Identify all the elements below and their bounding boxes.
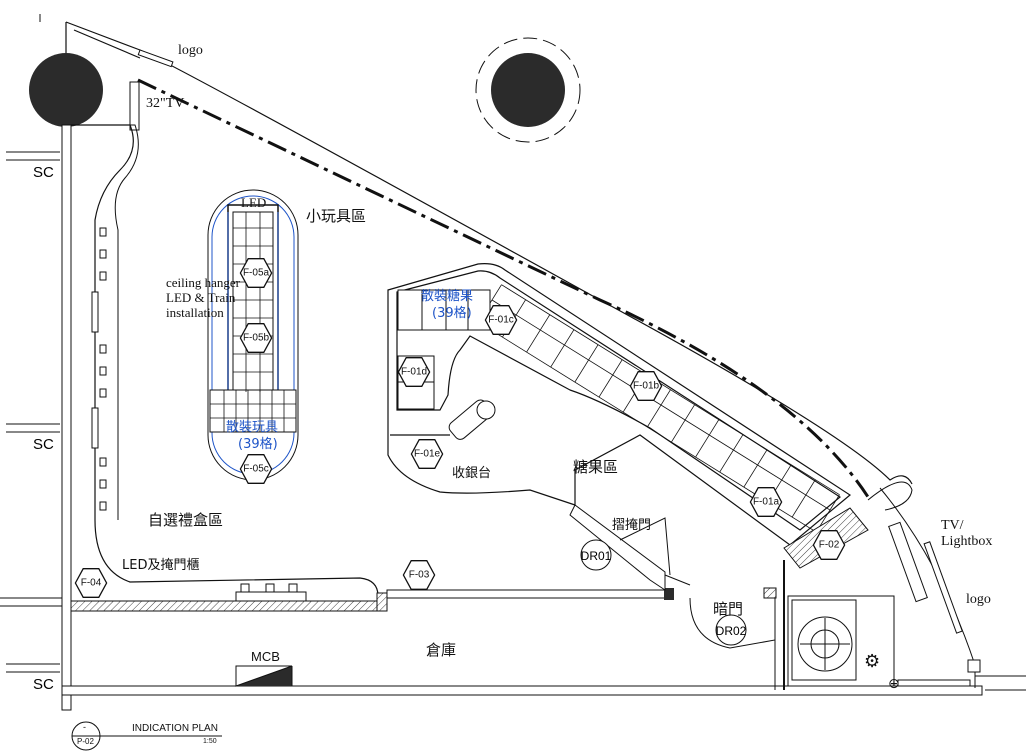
loose-candy-count: (39格) xyxy=(432,306,472,321)
plan-scale: 1:50 xyxy=(203,738,217,745)
left-wall xyxy=(61,124,72,711)
cashier-label: 收銀台 xyxy=(452,466,492,481)
folding-door-label: 摺掩門 xyxy=(612,518,652,533)
logo-right-label: logo xyxy=(966,592,991,607)
sc-label-1: SC xyxy=(33,164,54,181)
sc-label-2: SC xyxy=(33,436,54,453)
installation-label: installation xyxy=(166,305,224,320)
plan-ref-dash: - xyxy=(83,722,86,732)
loose-toy-count: (39格) xyxy=(238,437,278,452)
ceiling-hanger-label: ceiling hanger xyxy=(166,275,240,290)
canopy-line xyxy=(137,78,872,501)
equipment-room xyxy=(787,595,971,687)
tv-lightbox-label-1: TV/ xyxy=(941,518,964,533)
toy-zone-label: 小玩具區 xyxy=(306,207,367,225)
door-dr01-label: DR01 xyxy=(580,549,612,563)
hidden-door-arc xyxy=(689,597,776,649)
tag-f05c: F-05c xyxy=(243,463,269,475)
led-label: LED xyxy=(241,195,267,210)
tag-f01b: F-01b xyxy=(632,380,660,392)
tag-f01a: F-01a xyxy=(752,496,780,508)
led-cabinet-label: LED及掩門櫃 xyxy=(122,558,200,573)
bottom-wall xyxy=(61,685,983,696)
candy-zone-label: 糖果區 xyxy=(573,458,619,476)
counter-fixture xyxy=(235,591,307,602)
column-center xyxy=(491,53,565,127)
plus-circle-icon: ⊕ xyxy=(888,676,900,692)
plan-title: INDICATION PLAN xyxy=(132,723,218,734)
candy-counter xyxy=(387,263,852,546)
tag-f04: F-04 xyxy=(80,577,102,589)
loose-candy-label: 散裝糖果 xyxy=(421,289,474,304)
tv-32-panel xyxy=(129,81,140,131)
hidden-door-label: 暗門 xyxy=(713,600,744,618)
wall-fixtures xyxy=(91,227,107,511)
door-dr02-label: DR02 xyxy=(715,624,747,638)
column-left xyxy=(29,53,103,127)
tv-lightbox-label-2: Lightbox xyxy=(941,534,993,549)
gear-icon: ⚙ xyxy=(864,651,880,672)
tag-f05b: F-05b xyxy=(242,332,270,344)
loose-toy-label: 散裝玩具 xyxy=(226,420,279,435)
tag-f05a: F-05a xyxy=(242,267,270,279)
tag-f03: F-03 xyxy=(408,569,430,581)
dr02-circle xyxy=(715,614,747,646)
column-center-ring xyxy=(475,37,581,143)
tag-f01d: F-01d xyxy=(400,366,428,378)
tag-f01e: F-01e xyxy=(413,448,441,460)
storage-label: 倉庫 xyxy=(426,641,457,659)
glass-partition xyxy=(386,589,668,599)
gift-box-zone-label: 自選禮盒區 xyxy=(148,511,224,529)
gift-box-counter xyxy=(71,124,379,597)
cashier-person xyxy=(448,399,496,440)
plan-ref-code: P-02 xyxy=(77,737,94,746)
logo-panel-top xyxy=(137,49,174,68)
tag-f01c: F-01c xyxy=(488,314,514,326)
tag-f02: F-02 xyxy=(818,539,840,551)
folding-door xyxy=(569,504,691,591)
logo-top-label: logo xyxy=(178,43,203,58)
dr01-circle xyxy=(580,539,612,571)
mcb-label: MCB xyxy=(251,649,280,664)
tv32-label: 32"TV xyxy=(146,96,185,111)
led-train-label: LED & Train xyxy=(166,290,236,305)
sales-wall-hatch xyxy=(70,600,378,612)
sc-label-3: SC xyxy=(33,676,54,693)
sc-markers xyxy=(6,151,60,673)
